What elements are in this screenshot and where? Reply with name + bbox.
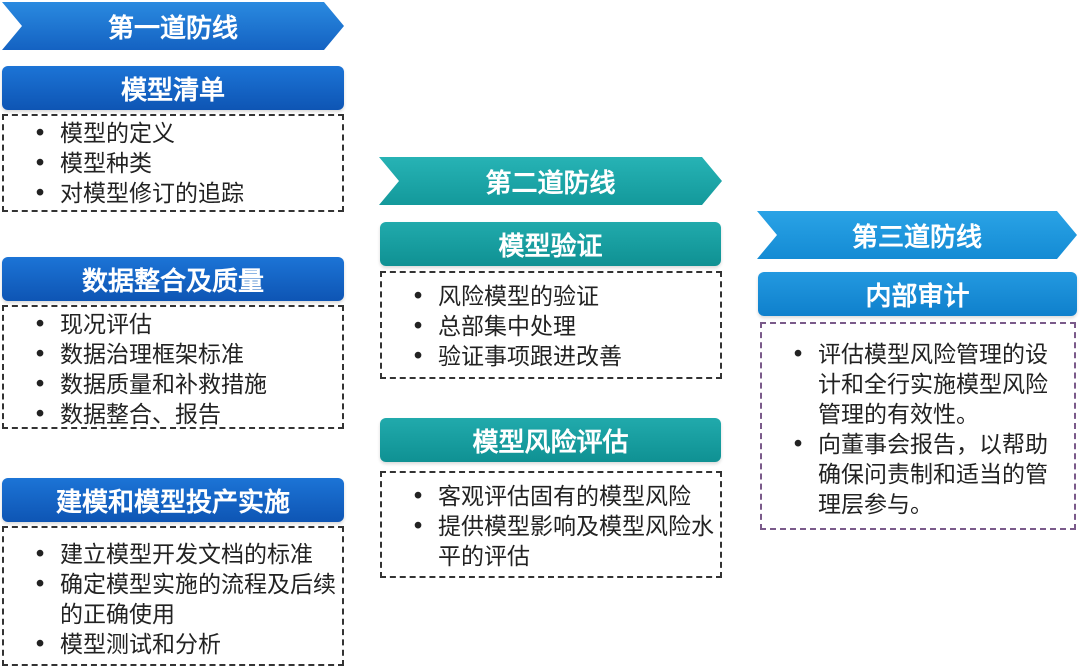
line1-group3-header: 建模和模型投产实施: [2, 478, 344, 522]
list-item: •验证事项跟进改善: [411, 344, 622, 370]
line1-group1-box: •模型的定义 •模型种类 •对模型修订的追踪: [2, 114, 344, 212]
list-item: •现况评估: [33, 312, 152, 338]
list-item: •建立模型开发文档的标准: [33, 542, 313, 568]
list-item: •风险模型的验证: [411, 284, 599, 310]
line1-group1-header: 模型清单: [2, 66, 344, 110]
line3-group1-header: 内部审计: [758, 272, 1077, 316]
group-header-label: 内部审计: [865, 281, 970, 312]
list-item: •对模型修订的追踪: [33, 181, 244, 207]
line2-group2-header: 模型风险评估: [380, 418, 721, 462]
line1-title: 第一道防线: [107, 13, 238, 44]
list-item: •数据质量和补救措施: [33, 372, 267, 398]
line1-banner: 第一道防线: [2, 2, 344, 50]
list-item: •向董事会报告，以帮助确保问责制和适当的管理层参与。: [791, 432, 1048, 518]
line2-banner: 第二道防线: [379, 157, 722, 205]
list-item: •数据整合、报告: [33, 402, 221, 428]
line2-group1-header: 模型验证: [380, 222, 721, 266]
line2-title: 第二道防线: [485, 168, 616, 199]
list-item: •模型的定义: [33, 121, 175, 147]
list-item: •确定模型实施的流程及后续的正确使用: [33, 572, 336, 628]
line3-group1-box: •评估模型风险管理的设计和全行实施模型风险管理的有效性。 •向董事会报告，以帮助…: [760, 322, 1076, 530]
list-item: •模型测试和分析: [33, 632, 221, 658]
line3-title: 第三道防线: [851, 222, 982, 253]
line1-group2-header: 数据整合及质量: [2, 257, 344, 301]
line2-group2-box: •客观评估固有的模型风险 •提供模型影响及模型风险水平的评估: [380, 471, 722, 578]
list-item: •数据治理框架标准: [33, 342, 244, 368]
list-item: •评估模型风险管理的设计和全行实施模型风险管理的有效性。: [791, 342, 1048, 428]
group-header-label: 建模和模型投产实施: [55, 487, 290, 518]
group-header-label: 模型风险评估: [472, 427, 629, 458]
list-item: •提供模型影响及模型风险水平的评估: [411, 514, 714, 570]
group-header-label: 模型验证: [498, 231, 603, 262]
list-item: •模型种类: [33, 151, 152, 177]
line1-group2-box: •现况评估 •数据治理框架标准 •数据质量和补救措施 •数据整合、报告: [2, 305, 344, 429]
group-header-label: 数据整合及质量: [81, 266, 264, 297]
line1-group3-box: •建立模型开发文档的标准 •确定模型实施的流程及后续的正确使用 •模型测试和分析: [2, 526, 344, 666]
line3-banner: 第三道防线: [757, 211, 1077, 259]
group-header-label: 模型清单: [120, 75, 225, 106]
line2-group1-box: •风险模型的验证 •总部集中处理 •验证事项跟进改善: [380, 271, 722, 379]
list-item: •总部集中处理: [411, 314, 576, 340]
list-item: •客观评估固有的模型风险: [411, 484, 691, 510]
